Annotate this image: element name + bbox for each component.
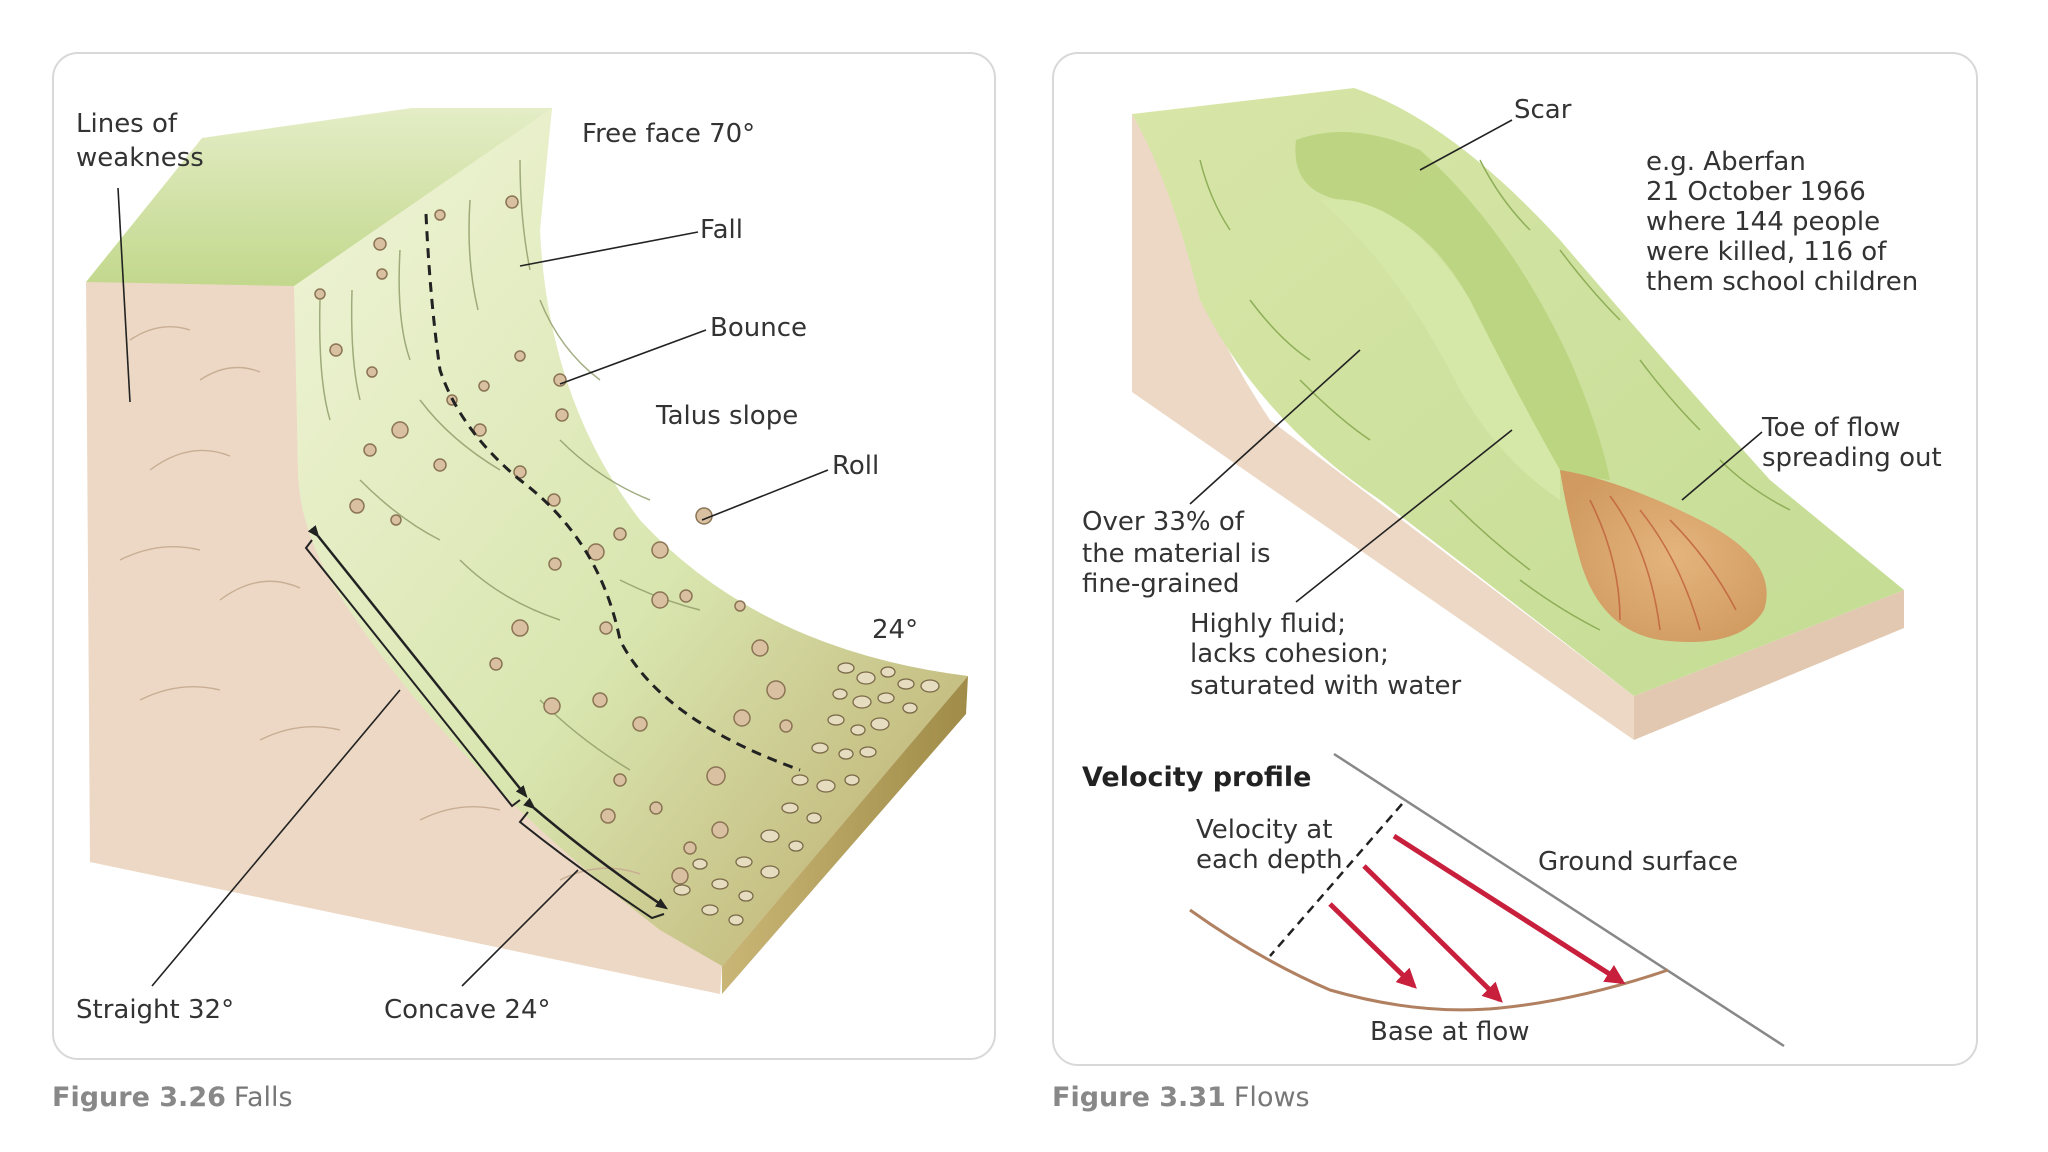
flow-surface-texture xyxy=(1199,159,1791,631)
flow-channel xyxy=(1320,199,1560,500)
flows-figure-panel xyxy=(1052,52,1978,1066)
ground-surface-line xyxy=(1333,752,1785,1048)
label-example-4: were killed, 116 of xyxy=(1646,237,1887,267)
label-scar: Scar xyxy=(1514,95,1572,125)
caption-flows-number: Figure 3.31 xyxy=(1052,1082,1226,1113)
label-velocity-profile: Velocity profile xyxy=(1082,762,1311,793)
talus-pebbles xyxy=(673,662,940,926)
talus-front-edge xyxy=(722,676,968,994)
label-example-3: where 144 people xyxy=(1646,207,1880,237)
label-fluid-2: lacks cohesion; xyxy=(1190,639,1389,669)
caption-flows-text: Flows xyxy=(1233,1082,1310,1113)
label-ground-surface: Ground surface xyxy=(1538,847,1738,877)
label-lines-of-weakness-1: Lines of xyxy=(76,109,178,139)
label-toe-1: Toe of flow xyxy=(1761,413,1901,443)
straight-segment-arrow xyxy=(307,525,528,798)
label-lines-of-weakness-2: weakness xyxy=(76,143,204,173)
label-toe-2: spreading out xyxy=(1762,443,1942,473)
label-fall: Fall xyxy=(700,215,743,245)
label-velocity-1: Velocity at xyxy=(1196,815,1332,845)
label-example-2: 21 October 1966 xyxy=(1646,177,1866,207)
caption-falls-text: Falls xyxy=(233,1082,293,1113)
label-example-5: them school children xyxy=(1646,267,1918,297)
left-leader-lines xyxy=(117,187,829,987)
right-leader-lines xyxy=(1189,119,1763,603)
label-over-2: the material is xyxy=(1082,539,1271,569)
concave-segment-arrow xyxy=(523,797,669,910)
label-example-1: e.g. Aberfan xyxy=(1646,147,1806,177)
label-straight-32: Straight 32° xyxy=(76,995,234,1025)
label-fluid-3: saturated with water xyxy=(1190,671,1462,701)
label-angle-24: 24° xyxy=(872,615,918,645)
label-talus-slope: Talus slope xyxy=(655,401,798,431)
label-concave-24: Concave 24° xyxy=(384,995,551,1025)
label-bounce: Bounce xyxy=(710,313,807,343)
toe-of-flow xyxy=(1560,470,1767,642)
label-roll: Roll xyxy=(832,451,879,481)
label-fluid-1: Highly fluid; xyxy=(1190,609,1346,639)
scar-area xyxy=(1295,132,1610,480)
flow-block-front xyxy=(1634,590,1904,740)
label-base-at-flow: Base at flow xyxy=(1370,1017,1530,1047)
label-over-1: Over 33% of xyxy=(1082,507,1245,537)
flow-block-side xyxy=(1132,114,1634,740)
label-free-face: Free face 70° xyxy=(582,119,755,149)
label-over-3: fine-grained xyxy=(1082,569,1240,599)
velocity-arrows xyxy=(1328,833,1626,1003)
label-velocity-2: each depth xyxy=(1196,845,1343,875)
flow-base-curve xyxy=(1189,908,1669,1012)
toe-flow-lines xyxy=(1589,495,1737,631)
velocity-depth-line xyxy=(1269,803,1403,957)
caption-falls-number: Figure 3.26 xyxy=(52,1082,226,1113)
fall-path-dashed xyxy=(424,213,801,772)
